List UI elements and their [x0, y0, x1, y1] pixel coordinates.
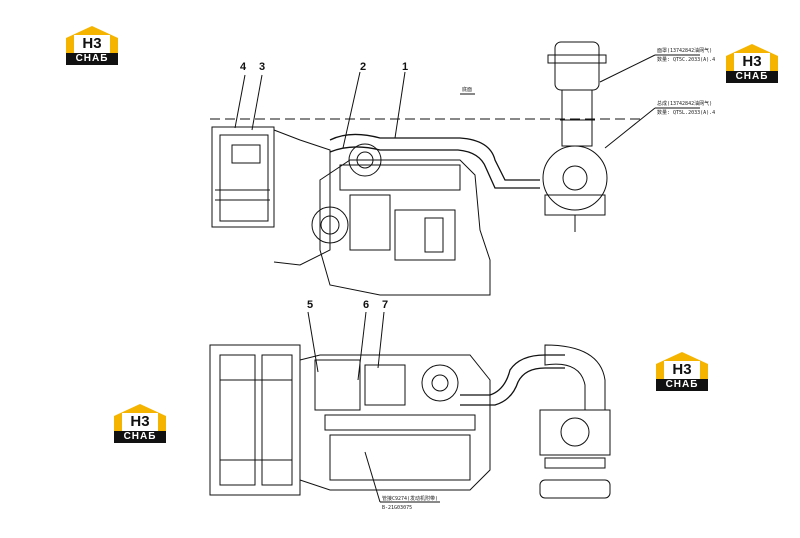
callout-6: 6	[363, 299, 369, 311]
callout-2: 2	[360, 61, 366, 73]
logo-text: CHAБ	[114, 431, 166, 443]
note-top-b1: 总成(13742842油网气)	[657, 100, 712, 107]
brand-logo: H3 CHAБ	[114, 404, 166, 444]
turbo-bottom	[421, 364, 459, 402]
logo-text: CHAБ	[726, 71, 778, 83]
note-mid: 底面	[462, 86, 472, 93]
logo-mark: H3	[664, 361, 700, 379]
callout-1: 1	[402, 61, 408, 73]
note-top-b2: 数量: QT5L.2033(A).4	[657, 109, 715, 116]
engine-body-top	[319, 159, 491, 296]
logo-mark: H3	[74, 35, 110, 53]
turbo-top	[348, 143, 382, 177]
note-bottom-2: B-21G03075	[382, 505, 412, 511]
callout-3: 3	[259, 61, 265, 73]
engine-body-bottom	[299, 354, 491, 491]
brand-logo: H3 CHAБ	[656, 352, 708, 392]
radiator-top	[211, 126, 275, 228]
logo-mark: H3	[122, 413, 158, 431]
brand-logo: H3 CHAБ	[66, 26, 118, 66]
callout-5: 5	[307, 299, 313, 311]
air-cleaner-top	[542, 145, 608, 211]
note-top-a1: 面罩(13742842油网气)	[657, 47, 712, 54]
note-top-a2: 数量: QT5C.2033(A).4	[657, 56, 715, 63]
callout-7: 7	[382, 299, 388, 311]
logo-mark: H3	[734, 53, 770, 71]
brand-logo: H3 CHAБ	[726, 44, 778, 84]
note-bottom-1: 管接C9274(发动机附带)	[382, 495, 438, 502]
logo-text: CHAБ	[656, 379, 708, 391]
logo-text: CHAБ	[66, 53, 118, 65]
air-cleaner-bottom	[539, 409, 611, 456]
callout-4: 4	[240, 61, 247, 73]
precleaner	[554, 41, 600, 91]
intake-pipe-1	[329, 133, 540, 181]
